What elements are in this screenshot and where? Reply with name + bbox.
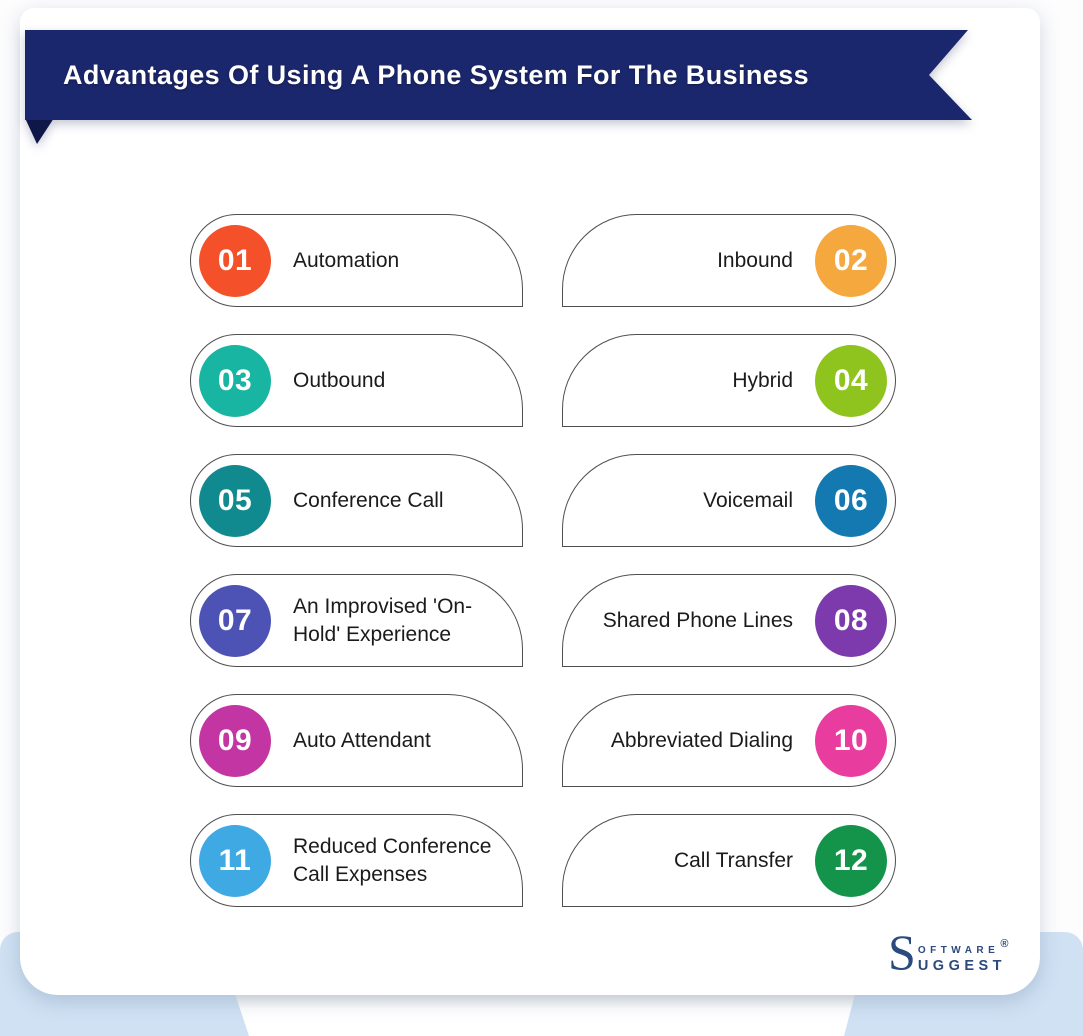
registered-mark: ®	[1000, 938, 1009, 950]
advantage-card-outbound: 03 Outbound	[190, 334, 523, 427]
advantage-card-inbound: 02 Inbound	[562, 214, 896, 307]
advantage-label: Call Transfer	[673, 848, 793, 872]
advantage-label: Inbound	[717, 248, 793, 272]
advantage-label: Conference Call	[293, 488, 444, 512]
advantage-card-abbreviated-dialing: 10 Abbreviated Dialing	[562, 694, 896, 787]
number-badge: 01	[199, 224, 271, 297]
advantage-card-reduced-expenses: 11 Reduced Conference Call Expenses	[190, 814, 523, 907]
logo-line-suggest: uggest	[917, 957, 1007, 974]
number-badge: 11	[199, 824, 271, 897]
advantage-card-auto-attendant: 09 Auto Attendant	[190, 694, 523, 787]
number-badge: 09	[199, 704, 271, 777]
advantage-card-voicemail: 06 Voicemail	[562, 454, 896, 547]
ribbon-banner-shape	[25, 30, 972, 120]
logo-text-column: oftware® uggest	[918, 936, 1009, 975]
advantage-card-hybrid: 04 Hybrid	[562, 334, 896, 427]
advantage-label: Shared Phone Lines	[602, 608, 793, 632]
number-badge: 07	[199, 584, 271, 657]
advantage-label: Auto Attendant	[293, 728, 431, 752]
number-badge: 06	[815, 464, 887, 537]
advantage-card-call-transfer: 12 Call Transfer	[562, 814, 896, 907]
advantage-label: Outbound	[293, 368, 386, 392]
advantage-card-shared-phone-lines: 08 Shared Phone Lines	[562, 574, 896, 667]
number-badge: 03	[199, 344, 271, 417]
number-badge: 12	[815, 824, 887, 897]
advantage-label: Automation	[293, 248, 400, 272]
advantage-card-automation: 01 Automation	[190, 214, 523, 307]
advantage-label: Reduced Conference Call Expenses	[293, 835, 492, 886]
page-title: Advantages Of Using A Phone System For T…	[63, 59, 810, 90]
advantage-card-conference-call: 05 Conference Call	[190, 454, 523, 547]
advantage-label: An Improvised 'On-Hold' Experience	[293, 595, 473, 646]
logo-line-software: oftware®	[917, 938, 1009, 957]
header-ribbon	[25, 30, 972, 144]
number-badge: 02	[815, 224, 887, 297]
number-badge: 10	[815, 704, 887, 777]
under-sheet-page-edge	[235, 994, 855, 1036]
number-badge: 04	[815, 344, 887, 417]
ribbon-fold-shape	[25, 118, 54, 144]
softwaresuggest-logo: S oftware® uggest	[888, 924, 1009, 980]
number-badge: 05	[199, 464, 271, 537]
advantage-card-on-hold-experience: 07 An Improvised 'On-Hold' Experience	[190, 574, 523, 667]
logo-big-s: S	[888, 924, 916, 980]
advantage-label: Voicemail	[703, 488, 793, 512]
advantage-label: Hybrid	[732, 368, 793, 392]
advantage-label: Abbreviated Dialing	[610, 728, 793, 752]
number-badge: 08	[815, 584, 887, 657]
